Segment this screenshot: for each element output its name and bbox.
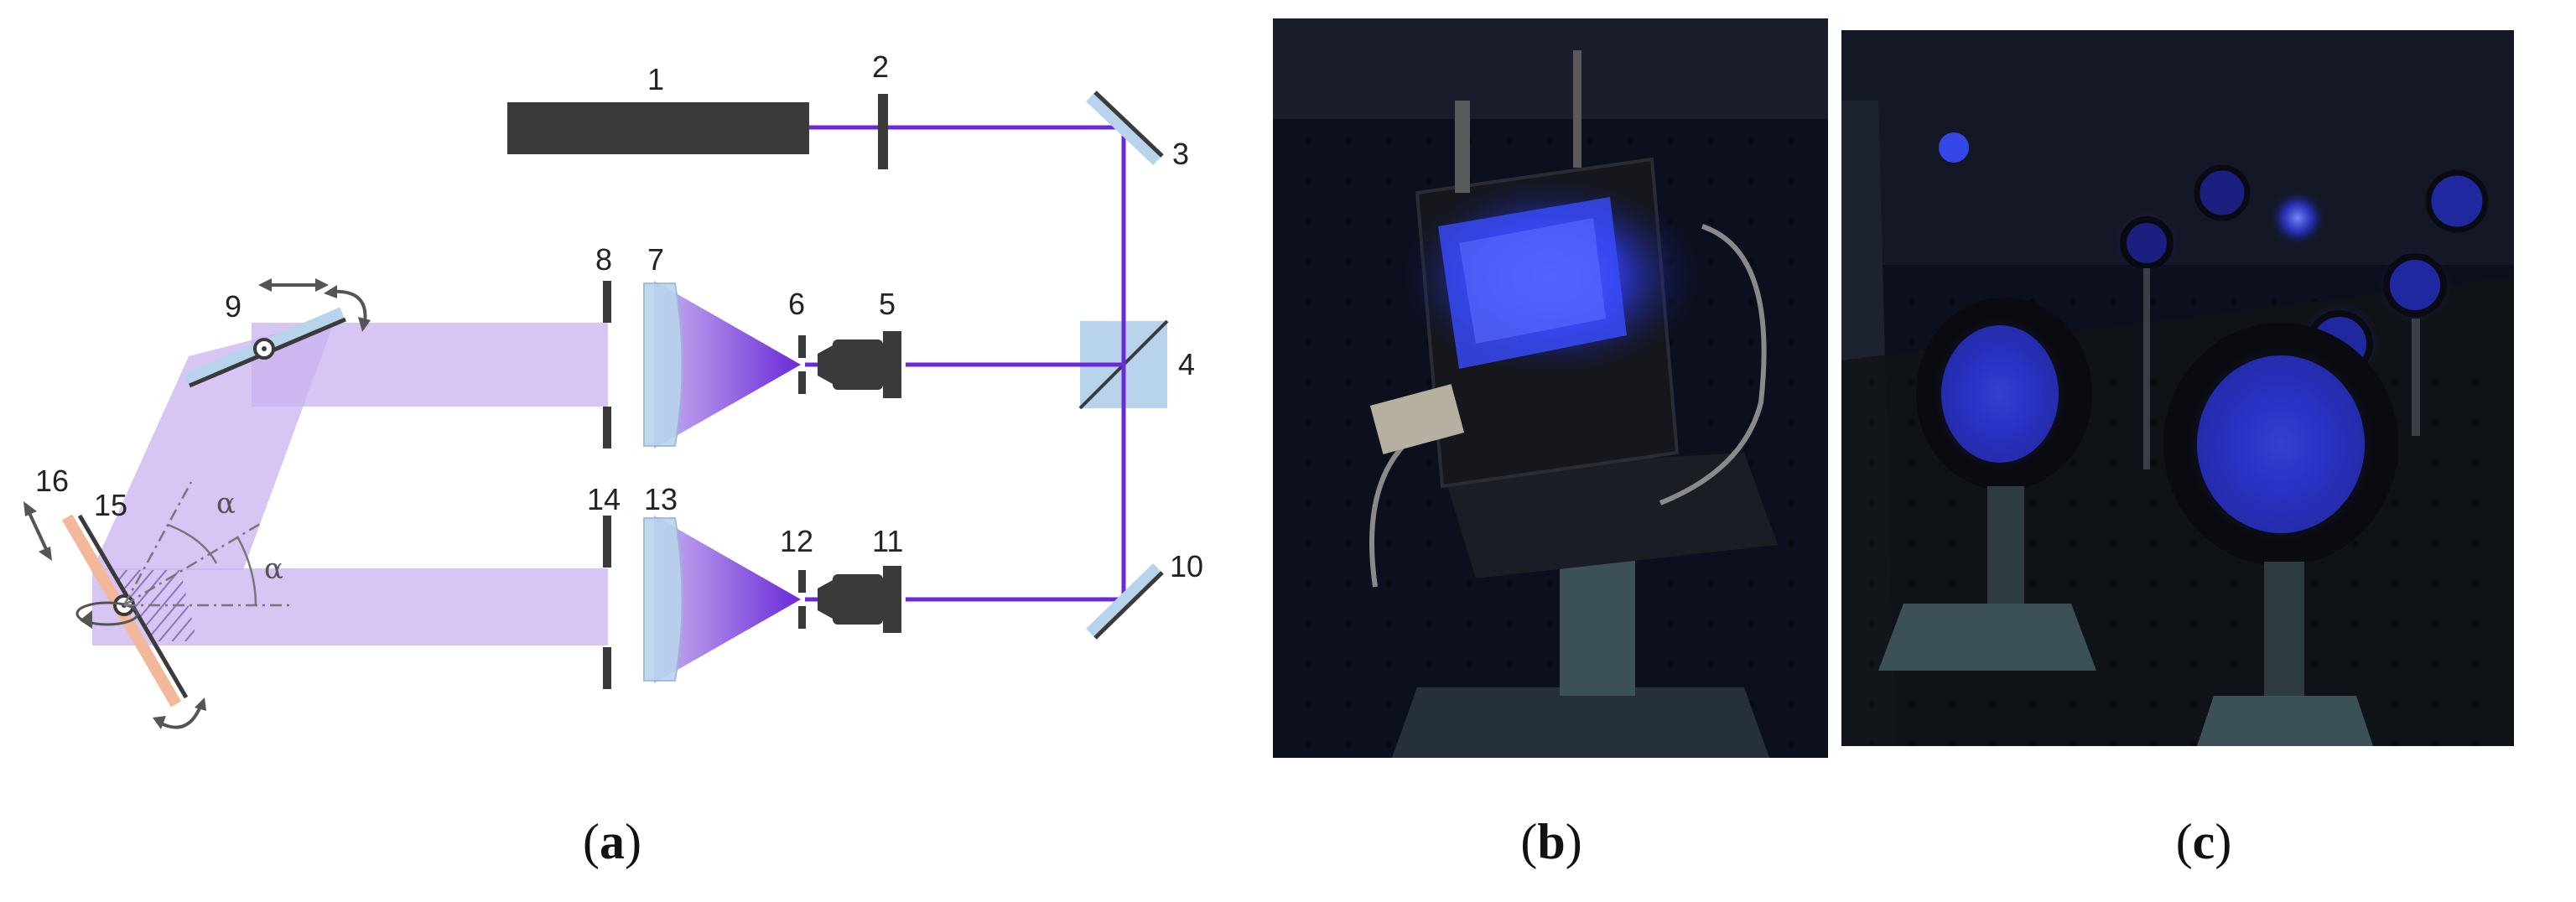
label-2: 2 [872, 49, 889, 84]
angle-arc-1 [167, 523, 218, 564]
lens-7 [643, 283, 683, 447]
beam-splitter-4 [1078, 319, 1169, 410]
rotation-arrow-9 [324, 285, 371, 332]
mirror-10 [1086, 562, 1164, 640]
label-3: 3 [1172, 137, 1189, 171]
cone-13-to-12 [654, 516, 801, 683]
label-8: 8 [595, 242, 612, 277]
filter-2 [878, 94, 888, 169]
caption-a: (a) [583, 814, 641, 869]
angle-label-2: α [264, 552, 283, 586]
linear-arrow-16 [23, 501, 52, 561]
caption-c: (c) [2175, 814, 2232, 869]
beam-9-to-8 [252, 323, 608, 407]
component-numbers: 1 2 3 4 5 6 7 8 9 10 11 12 13 14 15 16 [35, 49, 1203, 583]
connector [1369, 384, 1465, 454]
lens-mount-left [1878, 298, 2096, 671]
label-1: 1 [647, 62, 664, 96]
label-9: 9 [225, 289, 242, 324]
label-13: 13 [644, 482, 678, 516]
label-16: 16 [35, 464, 69, 498]
aperture-14 [603, 516, 611, 689]
label-12: 12 [780, 524, 813, 558]
cable [1659, 224, 1767, 505]
mirror-9 [184, 307, 346, 388]
objective-5 [818, 331, 901, 398]
rotation-arrow-15 [153, 697, 206, 729]
label-7: 7 [647, 242, 664, 277]
schematic-panel-a: α α 1 2 3 4 5 6 7 8 9 10 11 12 13 14 15 … [23, 49, 1203, 729]
caption-b: (b) [1520, 814, 1582, 869]
label-10: 10 [1170, 549, 1203, 583]
angle-arc-2 [236, 536, 257, 606]
photo-panel-b [1273, 18, 1828, 758]
objective-11 [818, 566, 901, 633]
translation-arrow-9 [258, 278, 329, 292]
lens-mount-right [2163, 323, 2398, 746]
stage-base [1392, 687, 1769, 758]
cone-7-to-6 [654, 281, 801, 448]
laser-source [507, 102, 809, 154]
label-6: 6 [788, 287, 805, 321]
label-4: 4 [1178, 347, 1195, 381]
photo-panel-c [1841, 30, 2514, 746]
label-5: 5 [879, 287, 896, 321]
label-11: 11 [872, 524, 903, 558]
label-15: 15 [94, 488, 127, 522]
pinhole-6 [798, 335, 806, 394]
wide-beams [92, 319, 608, 645]
lens-13 [643, 517, 683, 682]
aperture-8 [603, 281, 611, 448]
label-14: 14 [587, 482, 621, 516]
angle-label-1: α [216, 487, 236, 521]
pinhole-12 [798, 570, 806, 629]
mirror-3 [1086, 91, 1164, 166]
